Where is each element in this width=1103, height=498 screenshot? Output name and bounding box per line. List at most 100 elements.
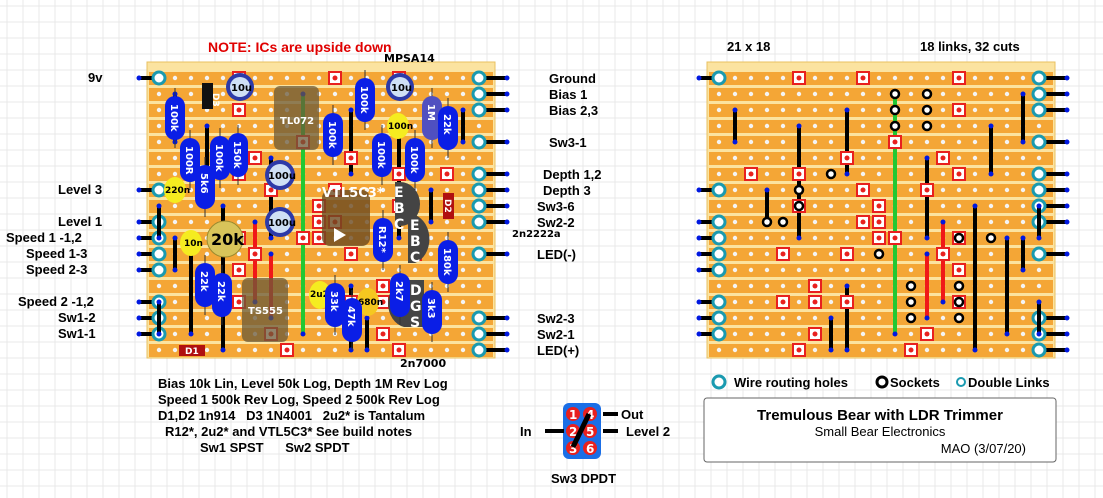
switch-pin: [566, 407, 580, 421]
wire-hole-icon[interactable]: [711, 310, 727, 326]
svg-text:100u: 100u: [268, 171, 296, 182]
wire-hole-icon[interactable]: [711, 214, 727, 230]
svg-text:100k: 100k: [408, 146, 419, 174]
resistor-150k: 150k: [228, 125, 248, 185]
label-sw1-1: Sw1-1: [58, 326, 96, 341]
label-ground: Ground: [549, 71, 596, 86]
switch-pin: [583, 441, 597, 455]
wire-hole-icon[interactable]: [471, 166, 487, 182]
build-note-line: Speed 1 500k Rev Log, Speed 2 500k Rev L…: [158, 392, 440, 407]
switch-lever: [570, 412, 592, 449]
wire-hole-icon[interactable]: [1031, 246, 1047, 262]
wire-hole-icon[interactable]: [711, 326, 727, 342]
legend-sockets: Sockets: [890, 375, 940, 390]
svg-text:10u: 10u: [231, 83, 252, 94]
socket-icon: [873, 248, 885, 260]
label-sw2-2: Sw2-2: [537, 215, 575, 230]
wire-hole-icon[interactable]: [471, 326, 487, 342]
wire-hole-icon[interactable]: [1031, 86, 1047, 102]
svg-text:100k: 100k: [358, 86, 369, 114]
svg-text:22k: 22k: [198, 271, 209, 292]
cap-10u-a: 10u: [226, 73, 254, 101]
resistor-100k_f: 100k: [405, 130, 425, 190]
socket-icon: [953, 296, 965, 308]
build-note-line: R12*, 2u2* and VTL5C3* See build notes: [165, 424, 412, 439]
svg-text:100k: 100k: [213, 144, 224, 172]
build-note-line: D1,D2 1n914 D3 1N4001 2u2* is Tantalum: [158, 408, 425, 423]
socket-icon: [761, 216, 773, 228]
label-level1: Level 1: [58, 214, 102, 229]
svg-text:20k: 20k: [211, 230, 244, 249]
wire-hole-icon[interactable]: [711, 294, 727, 310]
socket-icon: [953, 232, 965, 244]
socket-icon: [921, 120, 933, 132]
svg-text:3: 3: [569, 442, 577, 456]
wire-hole-icon[interactable]: [471, 310, 487, 326]
label-sw3-6: Sw3-6: [537, 199, 575, 214]
wire-hole-icon[interactable]: [711, 246, 727, 262]
wire-hole-icon[interactable]: [471, 86, 487, 102]
wire-hole-icon[interactable]: [711, 70, 727, 86]
socket-icon: [889, 88, 901, 100]
label-bias1: Bias 1: [549, 87, 587, 102]
svg-text:100u: 100u: [268, 218, 296, 229]
cap-10u-b: 10u: [386, 73, 414, 101]
switch-in-label: In: [520, 424, 532, 439]
resistor-100k_a: 100k: [165, 88, 185, 148]
wire-hole-icon[interactable]: [471, 134, 487, 150]
resistor-1m: 1M: [422, 88, 442, 148]
wire-hole-icon[interactable]: [1031, 342, 1047, 358]
wire-hole-icon[interactable]: [151, 262, 167, 278]
label-sw1-2: Sw1-2: [58, 310, 96, 325]
switch-name: Sw3 DPDT: [551, 471, 616, 486]
resistor-33k: 33k: [325, 275, 345, 335]
wire-hole-icon[interactable]: [1031, 182, 1047, 198]
wire-hole-icon[interactable]: [471, 70, 487, 86]
q2-pin-b: B: [410, 234, 421, 250]
wire-hole-icon[interactable]: [151, 182, 167, 198]
resistor-100k_c: 100k: [323, 105, 343, 165]
wire-hole-icon[interactable]: [711, 230, 727, 246]
wire-hole-icon[interactable]: [471, 246, 487, 262]
wire-hole-icon[interactable]: [471, 214, 487, 230]
tl072-label: TL072: [280, 116, 314, 127]
svg-text:10u: 10u: [391, 83, 412, 94]
legend-double-links: Double Links: [968, 375, 1050, 390]
socket-icon: [793, 200, 805, 212]
label-sw2-1: Sw2-1: [537, 327, 575, 342]
svg-text:2u2*: 2u2*: [310, 290, 334, 300]
build-note-line: Sw1 SPST Sw2 SPDT: [200, 440, 350, 455]
cap-220n: 220n: [164, 177, 190, 203]
svg-text:100k: 100k: [326, 121, 337, 149]
socket-icon: [793, 184, 805, 196]
wire-hole-icon[interactable]: [471, 198, 487, 214]
wire-hole-icon[interactable]: [471, 182, 487, 198]
wire-hole-icon[interactable]: [471, 102, 487, 118]
svg-text:47k: 47k: [345, 306, 356, 327]
switch-level2-label: Level 2: [626, 424, 670, 439]
svg-text:2: 2: [569, 425, 577, 439]
q1-pin-c: C: [394, 217, 404, 233]
wire-hole-icon[interactable]: [711, 262, 727, 278]
double-link-icon: [956, 377, 966, 387]
label-bias23: Bias 2,3: [549, 103, 598, 118]
trimmer-20k[interactable]: 20k: [206, 220, 244, 258]
wire-hole-icon: [711, 374, 727, 390]
wire-hole-icon[interactable]: [1031, 166, 1047, 182]
svg-text:150k: 150k: [231, 141, 242, 169]
socket-icon: [921, 88, 933, 100]
wire-hole-icon[interactable]: [151, 70, 167, 86]
wire-hole-icon[interactable]: [471, 342, 487, 358]
wire-hole-icon[interactable]: [1031, 102, 1047, 118]
title-box: Tremulous Bear with LDR Trimmer Small Be…: [703, 397, 1057, 463]
wire-hole-icon[interactable]: [151, 246, 167, 262]
q2-pin-c: C: [410, 250, 420, 266]
sw3-dpdt[interactable]: 142536 In Out Level 2 Sw3 DPDT: [520, 403, 670, 486]
q3-pin-s: S: [410, 315, 420, 331]
wire-hole-icon[interactable]: [711, 182, 727, 198]
wire-hole-icon[interactable]: [1031, 134, 1047, 150]
svg-text:33k: 33k: [328, 291, 339, 312]
svg-text:22k: 22k: [441, 114, 452, 135]
wire-hole-icon[interactable]: [1031, 70, 1047, 86]
svg-text:D1: D1: [185, 347, 199, 357]
